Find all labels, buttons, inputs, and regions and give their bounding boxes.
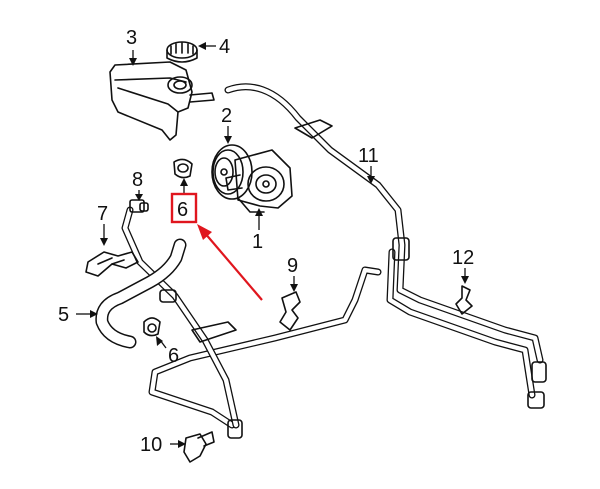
callout-7: 7 (97, 203, 108, 225)
hose-clamp-part-6-top[interactable] (173, 158, 193, 179)
reservoir-part-3[interactable] (109, 61, 215, 141)
clip-part-9[interactable] (279, 291, 301, 331)
highlight-arrowhead (197, 224, 212, 240)
pressure-line-part-11[interactable] (224, 83, 547, 409)
pulley-part-2[interactable] (211, 144, 253, 200)
highlight-arrow (203, 231, 263, 301)
hose-clamp-part-6-bottom[interactable] (143, 317, 161, 337)
callout-11: 11 (358, 145, 379, 167)
fitting-part-8[interactable] (129, 199, 149, 213)
highlight-box (170, 192, 198, 224)
callout-8: 8 (132, 169, 143, 191)
callout-4: 4 (219, 36, 230, 58)
leader-lines (76, 42, 469, 448)
clip-part-12[interactable] (455, 285, 473, 315)
callout-9: 9 (287, 255, 298, 277)
callout-6-bottom: 6 (168, 345, 179, 367)
bracket-part-7[interactable] (85, 251, 139, 277)
highlight-part-6[interactable]: 6 (170, 192, 263, 301)
callout-12: 12 (452, 247, 474, 269)
callout-3: 3 (126, 27, 137, 49)
callout-10: 10 (140, 434, 162, 456)
power-steering-pump-part-1[interactable] (225, 149, 293, 213)
bracket-part-10[interactable] (183, 431, 215, 463)
return-line[interactable] (121, 206, 382, 439)
hose-part-5[interactable] (95, 238, 187, 349)
reservoir-cap-part-4[interactable] (166, 41, 198, 63)
callout-5: 5 (58, 304, 69, 326)
callout-6-top: 6 (177, 199, 188, 221)
callout-2: 2 (221, 105, 232, 127)
callout-1: 1 (252, 231, 263, 253)
